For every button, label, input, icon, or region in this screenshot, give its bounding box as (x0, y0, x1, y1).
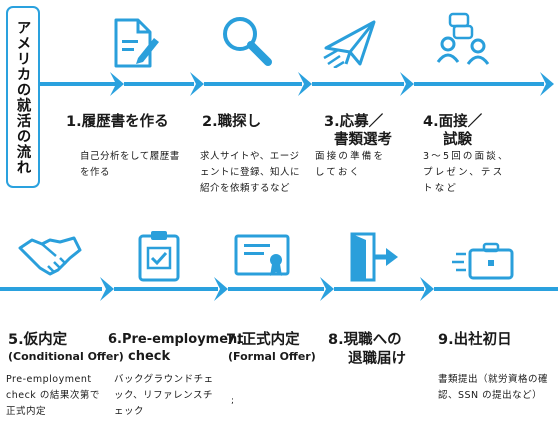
step-7-title: 7.正式内定 (226, 332, 300, 348)
step-3-title-line1: 3.応募／ (324, 114, 384, 130)
interview-icon (436, 12, 490, 65)
resume-icon (114, 18, 159, 68)
bottom-arrow-band (0, 277, 558, 301)
step-7-subtitle: (Formal Offer) (228, 350, 316, 363)
step-5-subtitle: (Conditional Offer) (8, 350, 124, 363)
search-icon (223, 17, 272, 66)
step-3-desc: 面接の準備をしておく (315, 151, 386, 178)
step-8-title-line2: 退職届け (348, 351, 406, 367)
step-5-title: 5.仮内定 (8, 332, 68, 348)
step-2-title: 2.職探し (202, 114, 262, 130)
flow-title: アメリカの就活の流れ (14, 19, 31, 175)
briefcase-icon (452, 242, 514, 280)
step-4-desc: 3～5回の面談、プレゼン、テストなど (423, 151, 510, 194)
step-6-title-main: Pre-employment (121, 332, 244, 347)
flow-title-box: アメリカの就活の流れ (6, 6, 40, 188)
step-9-desc: 書類提出（就労資格の確認、SSN の提出など） (438, 374, 549, 401)
step-6-title-prefix: 6. (108, 332, 122, 347)
paper-plane-icon (323, 20, 376, 68)
step-9-title: 9.出社初日 (438, 332, 512, 348)
step-5-desc: Pre-employment check の結果次第で正式内定 (6, 374, 100, 417)
certificate-icon (234, 234, 290, 276)
top-arrow-band (40, 72, 554, 96)
step-8-title-line1: 8.現職への (328, 332, 402, 348)
step-3-title-line2: 書類選考 (334, 132, 392, 148)
step-6-title-line1: 6.Pre-employment (108, 331, 244, 349)
step-4-title-line2: 試験 (443, 132, 472, 148)
exit-door-icon (350, 232, 398, 282)
clipboard-check-icon (138, 231, 180, 282)
stray-mark: ; (231, 396, 235, 406)
handshake-icon (18, 236, 82, 276)
step-4-title-line1: 4.面接／ (423, 114, 483, 130)
step-2-desc: 求人サイトや、エージェントに登録、知人に紹介を依頼するなど (200, 151, 301, 194)
step-1-title: 1.履歴書を作る (66, 114, 169, 130)
step-6-desc: バックグラウンドチェック、リファレンスチェック (114, 374, 214, 417)
step-6-title-line2: check (128, 349, 171, 364)
step-1-desc: 自己分析をして履歴書を作る (80, 151, 180, 178)
